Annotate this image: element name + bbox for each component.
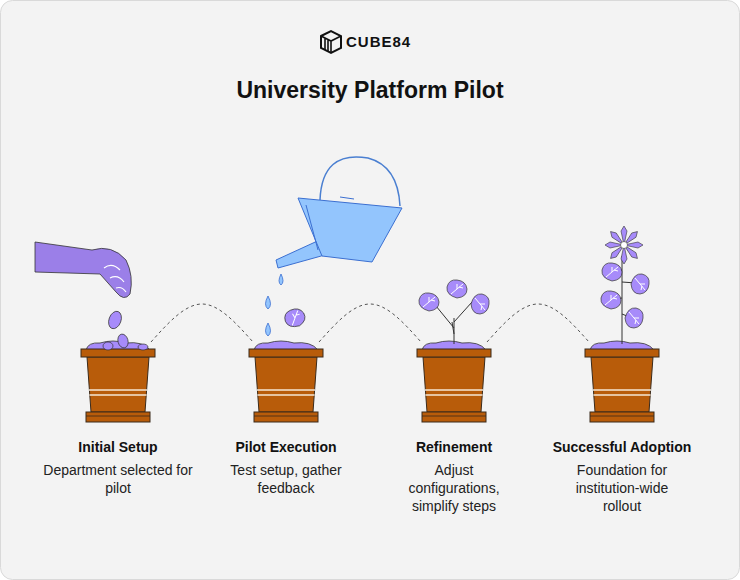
flower — [605, 226, 643, 264]
leaf — [601, 291, 621, 309]
stage-node: Initial SetupDepartment selected for pil… — [33, 342, 203, 497]
dashed-arc — [151, 304, 253, 342]
flower-pot — [249, 341, 323, 422]
dashed-arc — [319, 304, 421, 342]
leaf — [447, 280, 467, 298]
stage-description: Adjust configurations, simplify steps — [404, 461, 504, 515]
leaf — [282, 305, 308, 331]
seed — [103, 342, 113, 350]
flower-pot — [585, 341, 659, 422]
plant-stem — [436, 302, 472, 344]
stage-description: Department selected for pilot — [43, 461, 193, 497]
water-drop — [266, 323, 271, 336]
hand — [35, 242, 131, 298]
flower-pot — [417, 341, 491, 422]
logo-text: CUBE84 — [346, 33, 411, 50]
finger-lines — [104, 265, 126, 292]
young-plant — [419, 280, 489, 344]
diagram-title: University Platform Pilot — [0, 77, 740, 104]
can-handle — [320, 157, 400, 206]
stage-node: RefinementAdjust configurations, simplif… — [369, 342, 539, 515]
stage-node: Pilot ExecutionTest setup, gather feedba… — [201, 342, 371, 497]
water-drop — [266, 296, 271, 309]
logo-icon — [321, 31, 341, 53]
leaf — [625, 308, 643, 328]
hand-planting — [35, 242, 148, 350]
sprout — [282, 305, 308, 331]
stage-description: Foundation for institution-wide rollout — [565, 461, 680, 515]
can-body — [298, 198, 402, 262]
stage-title: Successful Adoption — [537, 438, 707, 456]
seed — [116, 333, 129, 349]
dashed-arc — [487, 304, 589, 342]
leaf — [471, 294, 489, 314]
stage-node: Successful AdoptionFoundation for instit… — [537, 342, 707, 515]
seed — [138, 344, 148, 350]
leaf — [602, 263, 622, 281]
stage-title: Refinement — [369, 438, 539, 456]
stage-title: Pilot Execution — [201, 438, 371, 456]
stage-title: Initial Setup — [33, 438, 203, 456]
stage-description: Test setup, gather feedback — [219, 461, 354, 497]
leaf — [419, 293, 439, 311]
seed — [106, 309, 123, 330]
flowering-plant — [601, 226, 649, 344]
can-detail — [306, 197, 354, 250]
water-drop — [279, 274, 283, 285]
leaf — [631, 274, 649, 294]
watering-can — [266, 157, 403, 336]
flower-pot — [81, 341, 155, 422]
flower-pot — [81, 341, 659, 422]
